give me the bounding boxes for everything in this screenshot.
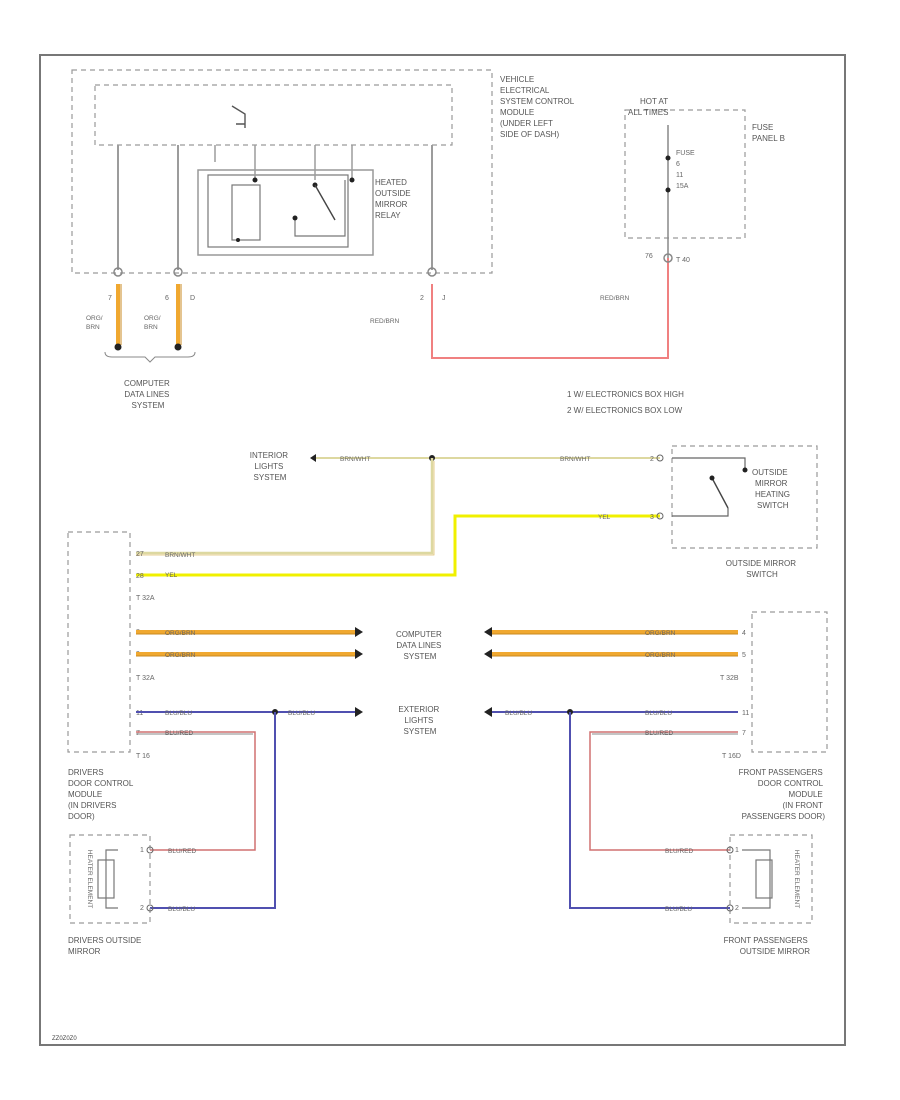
svg-text:BLU/RED: BLU/RED	[645, 730, 673, 737]
svg-text:BRN/WHT: BRN/WHT	[340, 456, 370, 463]
svg-text:ORG/BRN: ORG/BRN	[86, 315, 103, 331]
svg-text:27: 27	[136, 551, 144, 558]
svg-text:T 40: T 40	[676, 257, 690, 264]
svg-text:FRONT PASSENGERS DOOR CO: FRONT PASSENGERS DOOR CONTROL MODULE (IN…	[739, 768, 826, 821]
relay-label: HEATED OUTSIDE MIRROR RELAY	[375, 178, 413, 220]
svg-text:OUTSIDE MIRROR SWITCH: OUTSIDE MIRROR SWITCH	[726, 559, 798, 579]
svg-text:BLU/BLU: BLU/BLU	[165, 710, 192, 717]
heater-element-left: HEATER ELEMENT	[86, 850, 93, 908]
svg-text:T 16D: T 16D	[722, 753, 741, 760]
svg-text:RED/BRN: RED/BRN	[370, 318, 400, 325]
svg-text:BLU/RED: BLU/RED	[168, 848, 196, 855]
driver-door-module: 27 28 T 32A 8 9 T 32A 11 7 T 16 DRIVERS …	[67, 531, 155, 821]
svg-text:FRONT PASSENGERS OUTSIDE: FRONT PASSENGERS OUTSIDE MIRROR	[724, 936, 811, 956]
passenger-door-module: 4 5 T 32B 11 7 T 16D FRONT PASSENGERS DO…	[720, 611, 828, 821]
svg-text:BLU/BLU: BLU/BLU	[665, 906, 692, 913]
svg-text:BRN/WHT: BRN/WHT	[165, 552, 195, 559]
vecs-pin-j: J	[442, 295, 446, 302]
svg-text:11: 11	[136, 710, 143, 717]
vecs-module: VEHICLE ELECTRICAL SYSTEM CONTROL MODULE…	[71, 69, 576, 274]
svg-text:T 16: T 16	[136, 753, 150, 760]
svg-text:BLU/BLU: BLU/BLU	[288, 710, 315, 717]
svg-text:7: 7	[742, 730, 746, 737]
svg-text:OUTSIDE MIRROR HEA: OUTSIDE MIRROR HEATING SWITCH	[752, 468, 792, 510]
svg-text:2: 2	[140, 905, 144, 912]
svg-text:4: 4	[742, 630, 746, 637]
vecs-label: VEHICLE ELECTRICAL SYSTEM CONTROL MODULE…	[500, 75, 576, 139]
svg-text:BLU/BLU: BLU/BLU	[168, 906, 195, 913]
exterior-lights-label: EXTERIOR LIGHTS SYSTEM	[398, 705, 441, 736]
heater-element-right: HEATER ELEMENT	[793, 850, 800, 908]
svg-text:BLU/RED: BLU/RED	[665, 848, 693, 855]
svg-text:3: 3	[650, 514, 654, 521]
driver-outside-mirror: 1 2 BLU/RED BLU/BLU HEATER ELEMENT DRIVE…	[68, 834, 196, 956]
svg-text:BRN/WHT: BRN/WHT	[560, 456, 590, 463]
svg-text:T 32B: T 32B	[720, 675, 739, 682]
heated-mirror-relay: HEATED OUTSIDE MIRROR RELAY	[197, 145, 413, 256]
svg-text:BLU/BLU: BLU/BLU	[505, 710, 532, 717]
svg-text:DRIVERS OUTSIDE MIRROR: DRIVERS OUTSIDE MIRROR	[68, 936, 144, 956]
svg-text:ORG/BRN: ORG/BRN	[144, 315, 161, 331]
svg-text:BLU/BLU: BLU/BLU	[645, 710, 672, 717]
vecs-pin-6: 6	[165, 295, 169, 302]
passenger-outside-mirror: 1 2 BLU/RED BLU/BLU HEATER ELEMENT FRONT…	[665, 834, 813, 956]
svg-text:YEL: YEL	[165, 572, 178, 579]
svg-text:5: 5	[742, 652, 746, 659]
svg-text:11: 11	[742, 710, 749, 717]
notes: 1 W/ ELECTRONICS BOX HIGH 2 W/ ELECTRONI…	[567, 390, 686, 415]
computer-data-lines-top: COMPUTER DATA LINES SYSTEM	[124, 379, 172, 410]
svg-text:DRIVERS DOOR CONTROL: DRIVERS DOOR CONTROL MODULE (IN DRIVERS …	[68, 768, 135, 821]
interior-lights-label: INTERIOR LIGHTS SYSTEM	[250, 451, 290, 482]
vecs-pin-2: 2	[420, 295, 424, 302]
svg-text:YEL: YEL	[598, 514, 611, 521]
diagram-frame	[39, 54, 846, 1046]
svg-text:1: 1	[140, 847, 144, 854]
svg-text:ORG/BRN: ORG/BRN	[165, 630, 196, 637]
svg-text:T 32A: T 32A	[136, 595, 155, 602]
svg-text:2: 2	[735, 905, 739, 912]
svg-text:ORG/BRN: ORG/BRN	[165, 652, 196, 659]
svg-text:RED/BRN: RED/BRN	[600, 295, 630, 302]
wire-yel	[136, 514, 660, 577]
svg-text:ORG/BRN: ORG/BRN	[645, 652, 676, 659]
svg-text:T 32A: T 32A	[136, 675, 155, 682]
footer-code: ZZ0Z0Z0	[52, 1036, 77, 1042]
svg-text:ORG/BRN: ORG/BRN	[645, 630, 676, 637]
wire-red-brn	[431, 258, 669, 359]
svg-text:2: 2	[650, 456, 654, 463]
vecs-pin-d: D	[190, 295, 195, 302]
mirror-heating-switch: 2 3 OUTSIDE MIRROR HEATING SWITCH OUTSID…	[650, 445, 818, 579]
vecs-pin-7: 7	[108, 295, 112, 302]
svg-text:BLU/RED: BLU/RED	[165, 730, 193, 737]
svg-text:76: 76	[645, 253, 653, 260]
computer-data-lines-mid: COMPUTER DATA LINES SYSTEM	[396, 630, 444, 661]
svg-text:1: 1	[735, 847, 739, 854]
svg-text:28: 28	[136, 573, 144, 580]
